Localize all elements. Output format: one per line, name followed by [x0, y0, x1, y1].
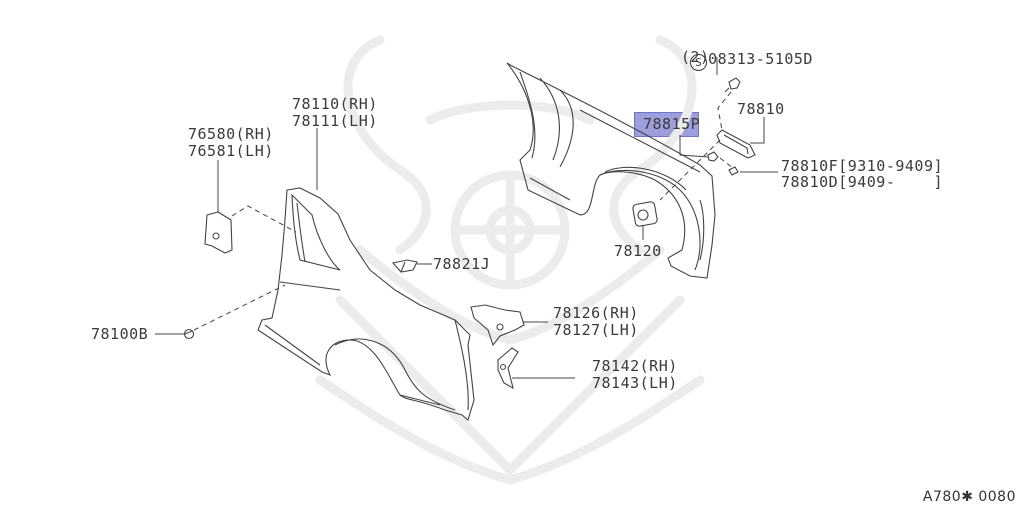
extension-lower-lh-part: 78143: [592, 374, 640, 392]
lid-variant-d-part: 78810D: [781, 173, 839, 191]
seal-callout[interactable]: 78821J: [433, 255, 491, 273]
bracket-lh-side: (LH): [235, 142, 274, 160]
lid-variant-d-callout[interactable]: 78810D[9409- ]: [781, 174, 943, 191]
left-fender-panel: [257, 187, 475, 421]
rear-fender-rh-side: (RH): [339, 95, 378, 113]
extension-lower-rh-side: (RH): [639, 357, 678, 375]
lid-variant-f-callout[interactable]: 78810F[9310-9409]: [781, 158, 943, 175]
lid-spring-part: [707, 151, 719, 162]
extension-upper-rh-part: 78126: [553, 304, 601, 322]
clip-part: [183, 328, 195, 340]
extension-lower-lh-callout[interactable]: 78143(LH): [592, 375, 678, 392]
extension-upper-lh-callout[interactable]: 78127(LH): [553, 322, 639, 339]
screw-qty: (2): [681, 48, 710, 66]
bracket-rh-callout[interactable]: 76580(RH): [188, 126, 274, 143]
extension-lower-lh-side: (LH): [639, 374, 678, 392]
rear-fender-lh-callout[interactable]: 78111(LH): [292, 113, 378, 130]
lid-spring-callout[interactable]: 78815P: [643, 115, 701, 133]
fuel-lid-part: [716, 129, 756, 159]
standard-part-s-icon: S: [690, 54, 708, 71]
lid-pin-part: [728, 166, 739, 176]
extension-lower-part: [497, 347, 519, 390]
lid-variant-f-range: [9310-9409]: [838, 157, 944, 175]
extension-lower-rh-part: 78142: [592, 357, 640, 375]
bracket-rh-part: 76580: [188, 125, 236, 143]
right-fender-panel: [506, 62, 716, 279]
rear-fender-lh-side: (LH): [339, 112, 378, 130]
bracket-lh-part: 76581: [188, 142, 236, 160]
extension-lower-rh-callout[interactable]: 78142(RH): [592, 358, 678, 375]
extension-upper-lh-part: 78127: [553, 321, 601, 339]
clip-callout[interactable]: 78100B: [91, 325, 149, 343]
screw-part-number: 08313-5105D: [708, 50, 813, 68]
bracket-part: [204, 211, 233, 254]
diagram-code: A780✱ 0080: [922, 489, 1016, 505]
bracket-rh-side: (RH): [235, 125, 274, 143]
filler-base-part: [632, 201, 658, 227]
rear-fender-lh-part: 78111: [292, 112, 340, 130]
rear-fender-rh-part: 78110: [292, 95, 340, 113]
extension-upper-rh-callout[interactable]: 78126(RH): [553, 305, 639, 322]
extension-upper-rh-side: (RH): [600, 304, 639, 322]
seal-part: [391, 259, 418, 273]
filler-base-callout[interactable]: 78120: [614, 242, 662, 260]
rear-fender-rh-callout[interactable]: 78110(RH): [292, 96, 378, 113]
extension-upper-lh-side: (LH): [600, 321, 639, 339]
screw-part: [724, 77, 741, 93]
bracket-lh-callout[interactable]: 76581(LH): [188, 143, 274, 160]
fuel-lid-callout[interactable]: 78810: [737, 100, 785, 118]
lid-variant-f-part: 78810F: [781, 157, 839, 175]
extension-upper-part: [470, 304, 525, 347]
lid-variant-d-range: [9409- ]: [838, 173, 944, 191]
